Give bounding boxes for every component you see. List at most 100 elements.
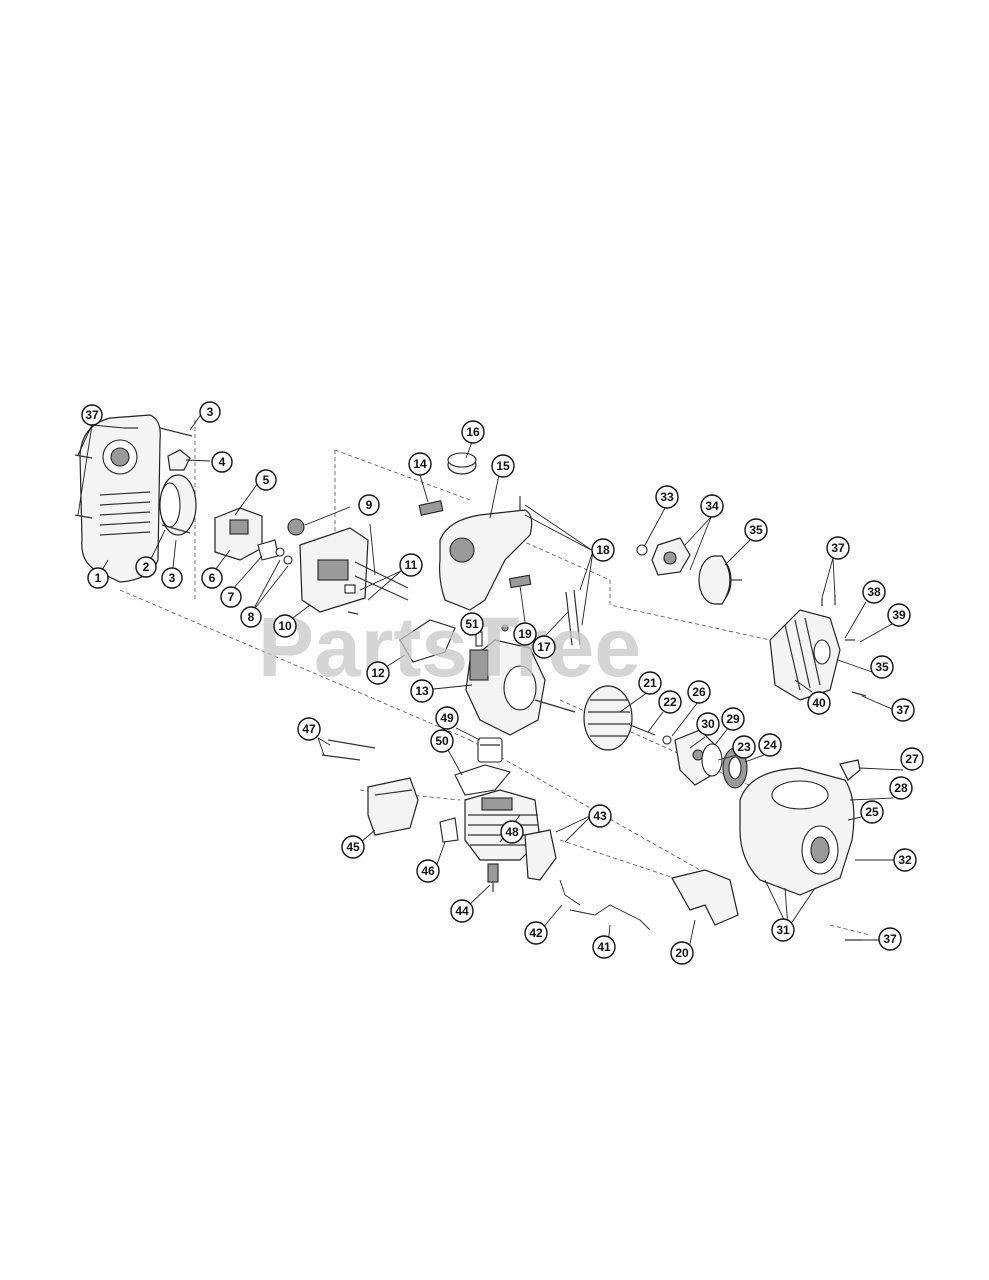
svg-text:37: 37 <box>883 932 897 946</box>
callout-3: 3 <box>161 567 183 589</box>
svg-text:37: 37 <box>85 408 99 422</box>
callout-13: 13 <box>410 679 434 703</box>
part-muffler-bolts <box>321 739 376 761</box>
svg-text:37: 37 <box>896 703 910 717</box>
part-heat-shield <box>439 817 459 843</box>
callout-33: 33 <box>655 485 679 509</box>
callout-49: 49 <box>435 706 459 730</box>
svg-text:32: 32 <box>898 853 912 867</box>
svg-text:35: 35 <box>749 523 763 537</box>
callout-40: 40 <box>807 691 831 715</box>
svg-text:11: 11 <box>405 558 418 572</box>
svg-text:20: 20 <box>675 946 689 960</box>
svg-text:41: 41 <box>597 940 611 954</box>
part-carburetor <box>214 507 293 565</box>
svg-text:47: 47 <box>302 722 316 736</box>
callout-8: 8 <box>240 606 262 628</box>
part-cylinder-gasket <box>454 764 511 796</box>
part-51-bolt <box>475 624 509 647</box>
callout-29: 29 <box>721 707 745 731</box>
callout-41: 41 <box>592 935 616 959</box>
part-fuel-tank <box>438 509 533 611</box>
callout-31: 31 <box>771 918 795 942</box>
svg-text:24: 24 <box>763 738 777 752</box>
callout-3: 3 <box>199 401 221 423</box>
part-piston <box>477 737 503 763</box>
svg-text:39: 39 <box>892 608 906 622</box>
svg-text:8: 8 <box>248 610 255 624</box>
part-crankcase-plate <box>287 518 409 613</box>
callout-37: 37 <box>891 698 915 722</box>
callout-37: 37 <box>826 536 850 560</box>
callout-23: 23 <box>732 735 756 759</box>
svg-text:10: 10 <box>278 619 292 633</box>
svg-text:28: 28 <box>894 781 908 795</box>
callout-11: 11 <box>399 553 423 577</box>
part-filter-element <box>159 474 197 536</box>
svg-text:3: 3 <box>169 571 176 585</box>
callout-5: 5 <box>255 469 277 491</box>
callout-21: 21 <box>638 671 662 695</box>
svg-text:48: 48 <box>505 825 519 839</box>
svg-text:7: 7 <box>228 590 235 604</box>
svg-text:13: 13 <box>415 684 429 698</box>
callout-46: 46 <box>416 859 440 883</box>
callout-6: 6 <box>201 567 223 589</box>
svg-text:14: 14 <box>413 457 427 471</box>
callout-15: 15 <box>491 454 515 478</box>
svg-text:2: 2 <box>143 560 150 574</box>
svg-text:49: 49 <box>440 711 454 725</box>
svg-text:31: 31 <box>776 923 790 937</box>
part-ignition-coil <box>524 829 557 881</box>
svg-text:22: 22 <box>663 695 677 709</box>
part-fuel-lines <box>565 589 581 646</box>
svg-text:1: 1 <box>95 571 102 585</box>
callout-20: 20 <box>670 941 694 965</box>
callout-39: 39 <box>887 603 911 627</box>
callout-1: 1 <box>87 567 109 589</box>
svg-text:6: 6 <box>209 571 216 585</box>
part-fuel-cap <box>447 452 477 475</box>
callout-51: 51 <box>460 612 484 636</box>
part-crankcase <box>465 639 576 736</box>
part-clutch <box>636 537 691 576</box>
svg-text:37: 37 <box>831 541 845 555</box>
callout-48: 48 <box>500 820 524 844</box>
callout-30: 30 <box>696 712 720 736</box>
part-spark-plug <box>487 863 499 892</box>
svg-text:38: 38 <box>867 585 881 599</box>
svg-text:5: 5 <box>263 473 270 487</box>
callout-24: 24 <box>758 733 782 757</box>
callout-37: 37 <box>81 404 103 426</box>
part-cylinder <box>464 789 541 861</box>
svg-text:21: 21 <box>643 676 657 690</box>
svg-text:35: 35 <box>875 660 889 674</box>
svg-text:17: 17 <box>537 640 551 654</box>
part-19-strip <box>508 574 532 589</box>
svg-text:26: 26 <box>692 685 706 699</box>
callout-44: 44 <box>450 899 474 923</box>
svg-text:18: 18 <box>596 543 610 557</box>
callout-26: 26 <box>687 680 711 704</box>
callout-45: 45 <box>341 835 365 859</box>
part-wire <box>559 879 651 931</box>
part-gasket <box>399 619 456 663</box>
callout-2: 2 <box>135 556 157 578</box>
callout-35: 35 <box>870 655 894 679</box>
callout-34: 34 <box>700 494 724 518</box>
svg-text:15: 15 <box>496 459 510 473</box>
callout-7: 7 <box>220 586 242 608</box>
svg-text:40: 40 <box>812 696 826 710</box>
svg-text:50: 50 <box>435 734 449 748</box>
svg-text:4: 4 <box>219 455 226 469</box>
svg-text:27: 27 <box>905 752 919 766</box>
svg-text:9: 9 <box>366 498 373 512</box>
part-clutch-drum <box>698 555 742 605</box>
callout-42: 42 <box>524 921 548 945</box>
callout-37: 37 <box>878 927 902 951</box>
callout-12: 12 <box>366 661 390 685</box>
part-pulley <box>701 743 723 777</box>
part-starter-handle <box>839 759 861 781</box>
callout-47: 47 <box>297 717 321 741</box>
